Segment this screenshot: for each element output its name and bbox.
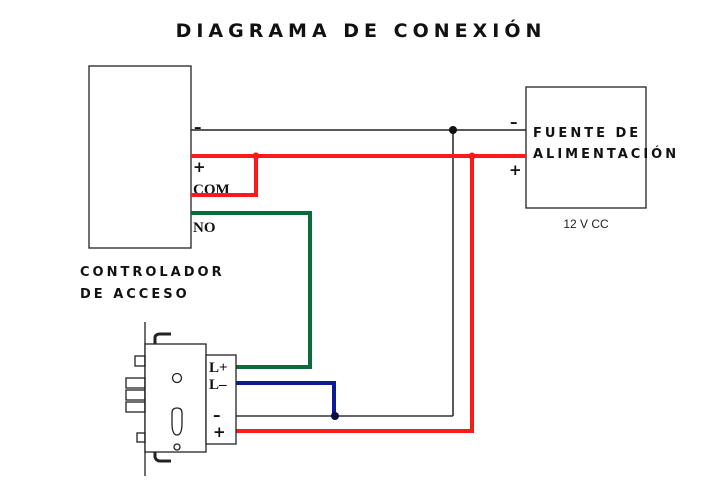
- wire-no-to-lock-lplus: [191, 211, 312, 369]
- lock-terminal-lplus: L+: [209, 360, 228, 376]
- controller-terminal-no: NO: [193, 220, 216, 236]
- electric-lock: [125, 322, 237, 476]
- power-supply-box: [525, 86, 647, 209]
- power-supply-rating: 12 V CC: [563, 217, 609, 231]
- junction-lminus-negative: [331, 412, 339, 420]
- access-controller-box: [88, 65, 192, 249]
- lock-bolt-2: [125, 389, 146, 401]
- lock-terminal-plus: +: [213, 423, 226, 441]
- power-supply-terminal-plus: +: [509, 161, 522, 179]
- controller-terminal-minus: –: [194, 118, 202, 136]
- lock-terminal-block: [205, 354, 237, 445]
- power-supply-terminal-minus: –: [510, 113, 518, 131]
- junction-positive-psu: [468, 152, 476, 160]
- negative-wires: [191, 126, 526, 417]
- lock-latch-bottom: [136, 432, 146, 443]
- power-supply-label-line1: FUENTE DE: [533, 126, 641, 141]
- positive-wires: [191, 152, 526, 433]
- lock-top-hook: [153, 332, 171, 344]
- lock-keyhole-cylinder: [171, 407, 183, 436]
- wire-lminus-to-negative: [235, 381, 336, 416]
- junction-positive-com: [252, 152, 260, 160]
- lock-bottom-hook: [153, 452, 171, 463]
- wire-positive-to-lock: [235, 156, 474, 433]
- lock-latch-top: [134, 355, 146, 367]
- lock-spindle-hole: [171, 372, 183, 384]
- controller-label-line1: CONTROLADOR: [80, 265, 225, 280]
- lock-bolt-1: [125, 377, 146, 389]
- lock-terminal-minus: –: [213, 406, 221, 424]
- lock-terminal-lminus: L–: [209, 377, 227, 393]
- controller-label-line2: DE ACCESO: [80, 287, 190, 302]
- diagram-title: DIAGRAMA DE CONEXIÓN: [176, 18, 547, 42]
- lock-bolt-3: [125, 401, 146, 413]
- wire-com-jumper: [191, 156, 258, 197]
- junction-negative-top: [449, 126, 457, 134]
- lock-screw: [173, 443, 181, 451]
- power-supply-label-line2: ALIMENTACIÓN: [533, 146, 679, 162]
- controller-terminal-plus: +: [193, 158, 206, 176]
- lock-body: [144, 343, 207, 453]
